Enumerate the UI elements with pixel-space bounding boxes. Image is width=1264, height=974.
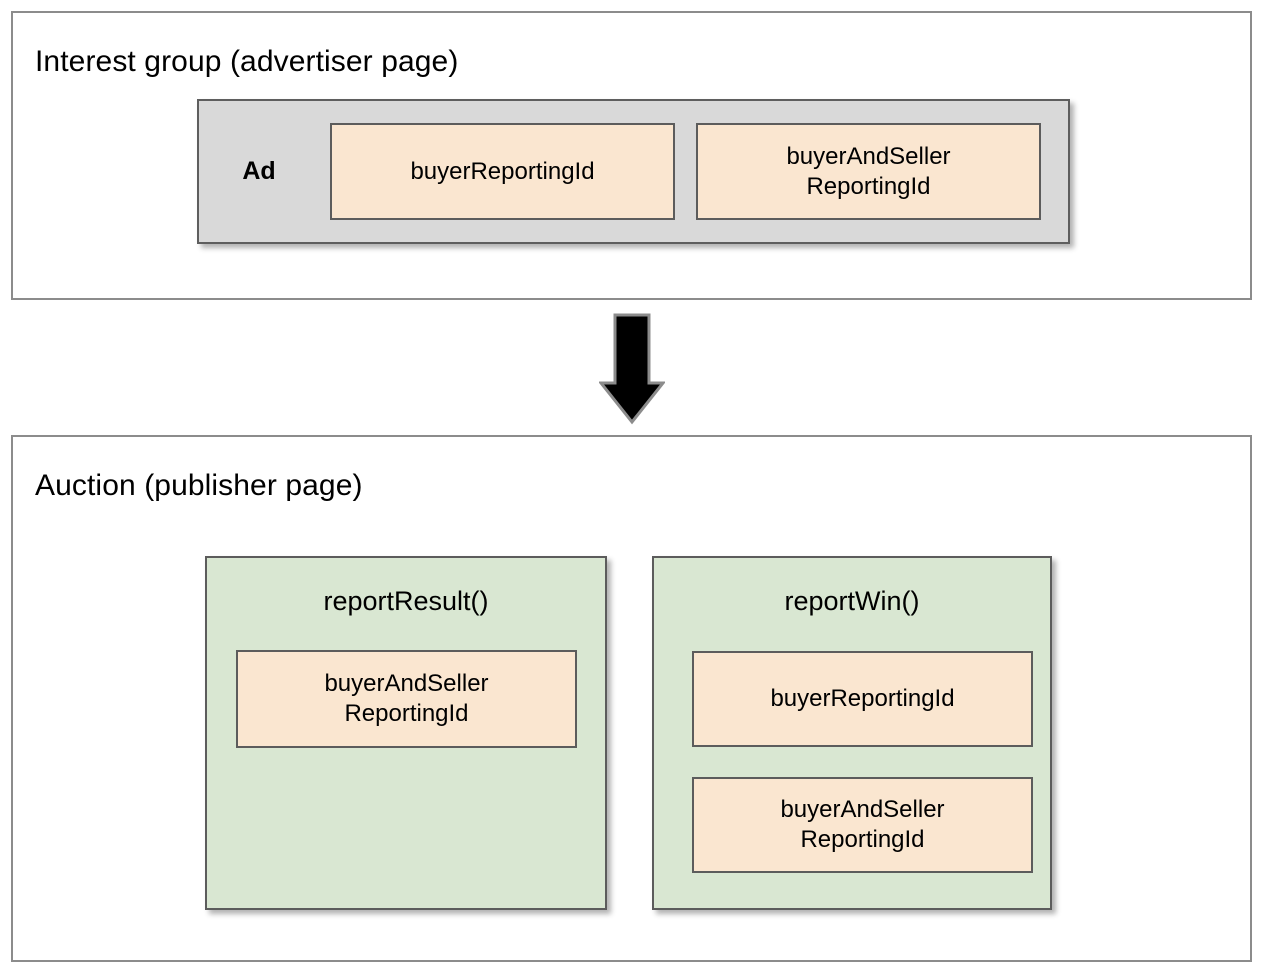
chip-buyer-reporting-id: buyerReportingId [330,123,675,220]
chip-buyer-and-seller-reporting-id: buyerAndSeller ReportingId [236,650,577,748]
ad-label: Ad [242,157,276,185]
ad-container: Ad buyerReportingId buyerAndSeller Repor… [197,99,1070,244]
function-name-report-result: reportResult() [323,586,489,616]
section-title-auction: Auction (publisher page) [35,469,363,502]
function-name-report-win: reportWin() [784,586,920,616]
section-title-interest-group: Interest group (advertiser page) [35,45,459,78]
function-box-report-win: reportWin() buyerReportingId buyerAndSel… [652,556,1052,910]
down-arrow-icon [599,313,665,425]
function-box-report-result: reportResult() buyerAndSeller ReportingI… [205,556,607,910]
section-interest-group: Interest group (advertiser page) Ad buye… [11,11,1252,300]
chip-buyer-and-seller-reporting-id: buyerAndSeller ReportingId [692,777,1033,873]
chip-buyer-and-seller-reporting-id: buyerAndSeller ReportingId [696,123,1041,220]
chip-buyer-reporting-id: buyerReportingId [692,651,1033,747]
section-auction: Auction (publisher page) reportResult() … [11,435,1252,962]
